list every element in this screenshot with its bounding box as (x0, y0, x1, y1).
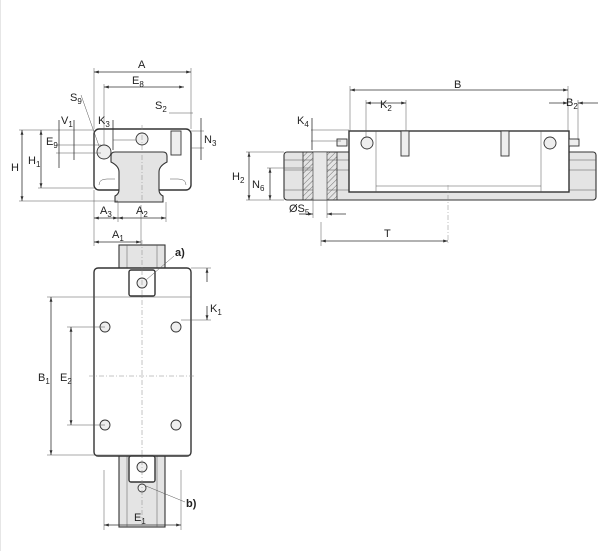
dim-label-H1: H1 (28, 155, 41, 169)
dim-label-E8: E8 (132, 75, 144, 89)
carriage-side (348, 130, 570, 193)
dim-label-E1: E1 (134, 512, 146, 526)
dim-label-T: T (384, 228, 391, 240)
dim-label-A3: A3 (100, 205, 112, 219)
rail-profile (110, 151, 168, 203)
callout-b: b) (186, 498, 197, 510)
top-view: K1 B1 E2 E1 a) b) (38, 240, 222, 530)
dim-label-E2: E2 (60, 372, 72, 386)
lube-nipple-right (543, 136, 557, 150)
side-view: B K2 B2 K4 H2 N6 ØS5 T (232, 79, 598, 246)
dim-label-H: H (11, 162, 19, 174)
lube-port (96, 144, 112, 160)
dim-label-E9: E9 (46, 136, 58, 150)
dim-label-N3: N3 (204, 134, 217, 148)
dim-label-B: B (454, 79, 461, 91)
dim-label-B1: B1 (38, 372, 50, 386)
mounting-hole (170, 419, 182, 431)
dim-label-A1: A1 (112, 229, 124, 243)
dim-label-B2: B2 (566, 97, 578, 111)
dim-label-K2: K2 (380, 99, 392, 113)
dim-label-N6: N6 (252, 179, 265, 193)
dim-label-A2: A2 (136, 205, 148, 219)
dim-label-H2: H2 (232, 171, 245, 185)
dim-label-A: A (138, 59, 146, 71)
lube-nipple-left (360, 136, 374, 150)
dim-label-S5: ØS5 (289, 203, 310, 217)
dim-label-S2: S2 (155, 100, 167, 114)
dim-label-V1: V1 (61, 115, 73, 129)
callout-a: a) (175, 247, 185, 259)
front-view: A E8 S9 S2 V1 K3 N3 E9 H H1 A3 A2 A1 (11, 59, 217, 246)
dim-label-K4: K4 (297, 115, 309, 129)
mounting-hole (170, 321, 182, 333)
dim-label-S9: S9 (70, 92, 82, 106)
threaded-hole (170, 130, 182, 156)
dim-label-K3: K3 (98, 115, 110, 129)
dim-label-K1: K1 (210, 303, 222, 317)
